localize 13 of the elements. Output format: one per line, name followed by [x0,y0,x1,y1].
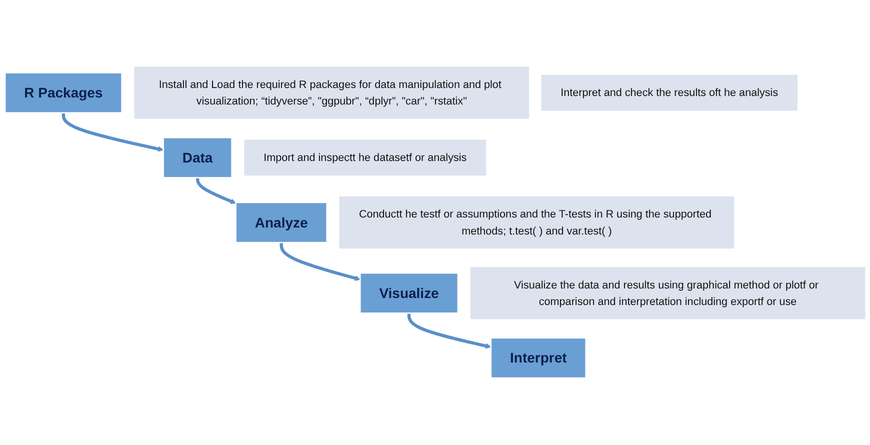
node-box: R Packages [4,72,122,114]
node-box: Interpret and check the results oft he analysis [541,74,798,111]
node-box: Interpret [490,337,586,379]
node-box: Import and inspectt he datasetf or analysis [244,140,486,176]
node-box: Install and Load the required R packages for data manipulation and plot visualization; “tidyverse”, "ggpubr", “dplyr”, "car", "rstatix" [134,66,530,119]
node-box: Visualize the data and results using graphical method or plotf or comparison and interpretation including exportf or use [470,267,866,320]
arrow [196,178,236,204]
node-box: Conductt he testf or assumptions and the T-tests in R using the supported methods; t.test( ) and var.test( ) [339,196,734,249]
arrow [407,313,492,349]
arrow [62,112,164,152]
node-box: Data [162,136,232,178]
node-box: Visualize [360,272,459,314]
node-box: Analyze [235,202,328,244]
